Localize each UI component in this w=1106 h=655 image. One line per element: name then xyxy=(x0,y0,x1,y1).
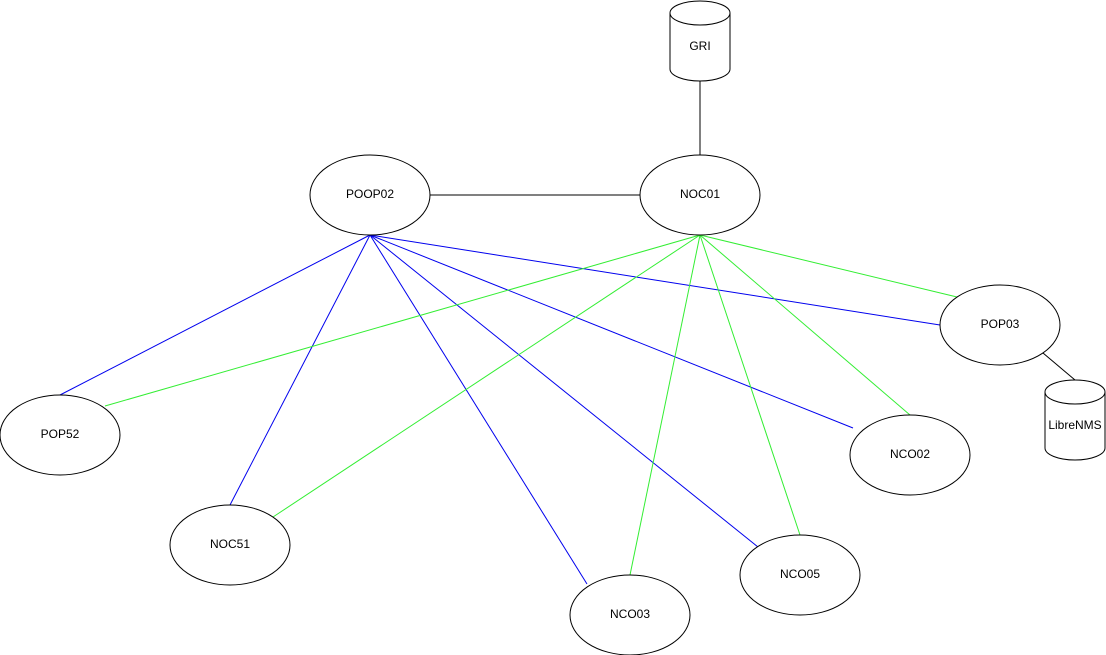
node-nco05-label: NCO05 xyxy=(780,567,820,581)
edge-poop02-noc51 xyxy=(229,234,371,506)
edge-poop02-nco02 xyxy=(369,234,854,429)
node-pop03-ellipse xyxy=(939,284,1061,366)
node-poop02-label: POOP02 xyxy=(346,187,394,201)
node-librenms-cylinder-body xyxy=(1044,379,1106,461)
node-pop03-label: POP03 xyxy=(981,317,1020,331)
node-poop02[interactable]: POOP02 xyxy=(309,154,431,236)
edge-pop03-librenms xyxy=(1042,352,1076,381)
node-poop02-ellipse xyxy=(309,154,431,236)
node-librenms[interactable]: LibreNMS xyxy=(1044,379,1106,461)
node-noc51[interactable]: NOC51 xyxy=(169,504,291,586)
node-nco05-ellipse xyxy=(739,534,861,616)
node-noc01-ellipse xyxy=(639,154,761,236)
edge-noc01-pop52 xyxy=(104,234,701,407)
edges-layer xyxy=(59,81,1076,585)
edge-poop02-nco05 xyxy=(369,234,759,548)
node-noc51-ellipse xyxy=(169,504,291,586)
node-gri[interactable]: GRI xyxy=(669,0,731,82)
edge-noc01-nco05 xyxy=(699,234,801,536)
node-nco03-ellipse xyxy=(569,574,691,655)
node-pop52[interactable]: POP52 xyxy=(0,394,121,476)
edge-noc01-nco03 xyxy=(629,234,701,576)
edge-poop02-nco03 xyxy=(369,234,588,585)
edge-noc01-pop03 xyxy=(699,234,958,298)
edge-noc01-nco02 xyxy=(699,234,911,416)
node-noc51-label: NOC51 xyxy=(210,537,250,551)
node-pop03[interactable]: POP03 xyxy=(939,284,1061,366)
node-nco02-ellipse xyxy=(849,414,971,496)
node-noc01[interactable]: NOC01 xyxy=(639,154,761,236)
edge-poop02-pop03 xyxy=(369,234,941,326)
node-nco05[interactable]: NCO05 xyxy=(739,534,861,616)
node-nco03-label: NCO03 xyxy=(610,607,650,621)
node-gri-label: GRI xyxy=(689,39,710,53)
node-gri-cylinder-body xyxy=(669,0,731,82)
node-gri-cylinder-lid xyxy=(669,12,731,26)
node-librenms-label: LibreNMS xyxy=(1048,418,1101,432)
node-noc01-label: NOC01 xyxy=(680,187,720,201)
node-pop52-ellipse xyxy=(0,394,121,476)
node-nco03[interactable]: NCO03 xyxy=(569,574,691,655)
node-nco02-label: NCO02 xyxy=(890,447,930,461)
edge-poop02-pop52 xyxy=(59,234,371,396)
node-pop52-label: POP52 xyxy=(41,427,80,441)
node-librenms-cylinder-lid xyxy=(1044,391,1106,405)
edge-noc01-noc51 xyxy=(272,234,701,518)
node-nco02[interactable]: NCO02 xyxy=(849,414,971,496)
